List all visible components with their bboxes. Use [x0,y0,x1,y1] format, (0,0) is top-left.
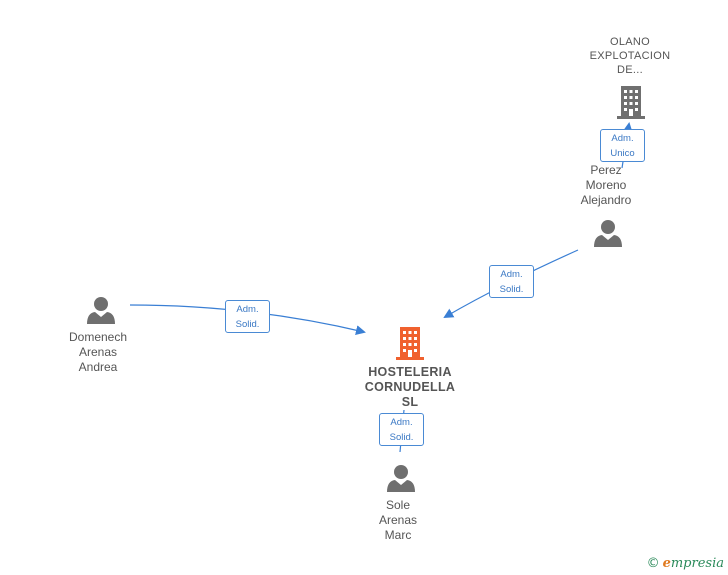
empresia-logo[interactable]: ©empresia [647,556,724,571]
person-icon-domenech[interactable] [86,295,116,325]
edge-badge-sole-hosteleria[interactable]: Adm. Solid. [379,413,424,446]
node-label-perez: Perez Moreno Alejandro [580,163,632,207]
edge-badge-perez-olano[interactable]: Adm. Unico [600,129,645,162]
building-icon-olano[interactable] [615,84,647,120]
node-label-olano: OLANO EXPLOTACION DE... [589,36,671,76]
brand-initial: e [662,556,671,571]
building-icon-hosteleria[interactable] [394,325,426,361]
copyright-icon: © [646,556,660,571]
brand-name: mpresia [670,556,724,571]
edge-badge-perez-hosteleria[interactable]: Adm. Solid. [489,265,534,298]
person-icon-perez[interactable] [593,218,623,248]
edge-badge-domenech-hosteleria[interactable]: Adm. Solid. [225,300,270,333]
node-label-sole: Sole Arenas Marc [378,498,418,542]
node-label-hosteleria: HOSTELERIA CORNUDELLA SL [364,365,456,409]
person-icon-sole[interactable] [386,463,416,493]
node-label-domenech: Domenech Arenas Andrea [68,330,128,374]
